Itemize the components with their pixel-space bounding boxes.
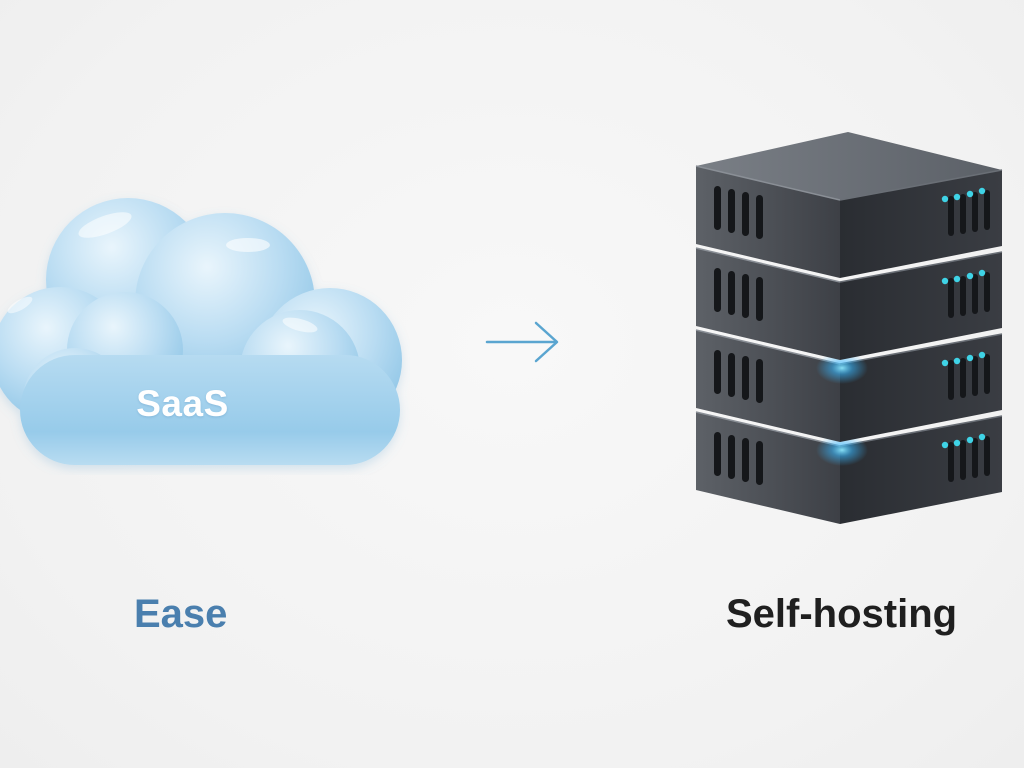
server-stack <box>690 128 1010 538</box>
cloud-icon <box>0 198 402 465</box>
glow-light <box>816 352 868 384</box>
cloud-label: SaaS <box>136 383 229 424</box>
server-unit-1 <box>695 132 1003 279</box>
caption-self-hosting: Self-hosting <box>726 592 958 636</box>
arrow-right-icon <box>485 321 559 363</box>
caption-ease: Ease <box>134 592 228 636</box>
glow-light <box>816 434 868 466</box>
saas-cloud: SaaS <box>0 185 410 475</box>
server-stack-icon <box>695 132 1003 525</box>
connector-arrow <box>484 318 564 366</box>
